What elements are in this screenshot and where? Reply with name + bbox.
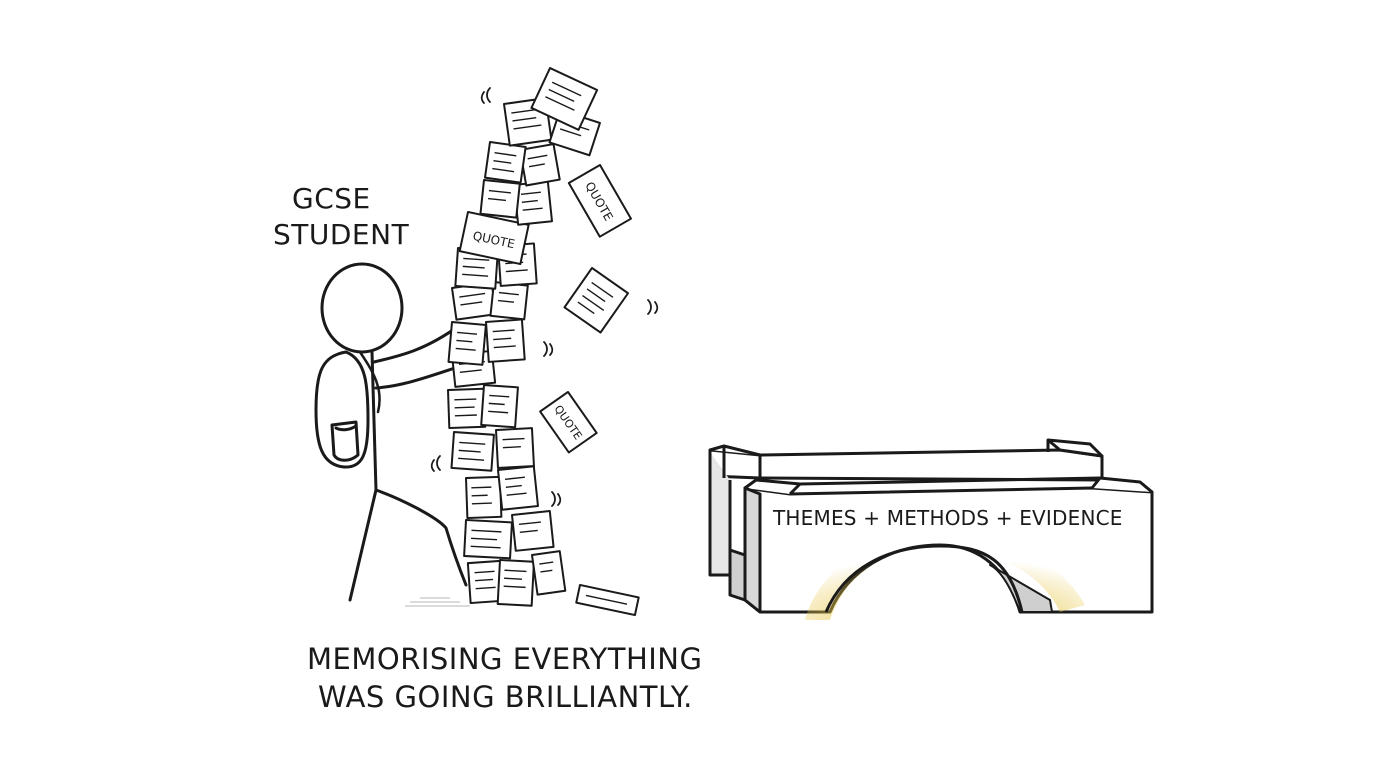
backpack-pocket [330, 420, 360, 462]
student-figure [314, 262, 468, 602]
fallen-note [575, 584, 640, 617]
caption-line2: WAS GOING BRILLIANTLY. [318, 680, 693, 714]
ground-shading [405, 597, 470, 607]
flying-notes: QUOTE QUOTE [539, 164, 640, 617]
flying-note-middle [563, 267, 630, 334]
quote-note-flying-low: QUOTE [539, 391, 598, 454]
wobble-marks [430, 87, 659, 507]
note-tower: QUOTE [447, 67, 601, 607]
bridge-arch-inner [989, 564, 1053, 613]
student-head [320, 262, 404, 354]
student-arm-upper [372, 323, 462, 364]
quote-note-tower: QUOTE [458, 211, 530, 266]
bridge-back-pillar [708, 452, 732, 577]
student-leg-left [348, 488, 378, 602]
quote-note-flying-top: QUOTE [567, 164, 632, 238]
student-arm-lower [374, 363, 466, 390]
student-leg-right [374, 488, 468, 587]
caption-line1: MEMORISING EVERYTHING [307, 642, 703, 676]
student-label-line1: GCSE [292, 182, 371, 215]
bridge-back-top [708, 448, 1104, 482]
arch-glow [805, 530, 1085, 620]
bridge-label: THEMES + METHODS + EVIDENCE [773, 506, 1123, 530]
student-label-line2: STUDENT [273, 218, 410, 251]
